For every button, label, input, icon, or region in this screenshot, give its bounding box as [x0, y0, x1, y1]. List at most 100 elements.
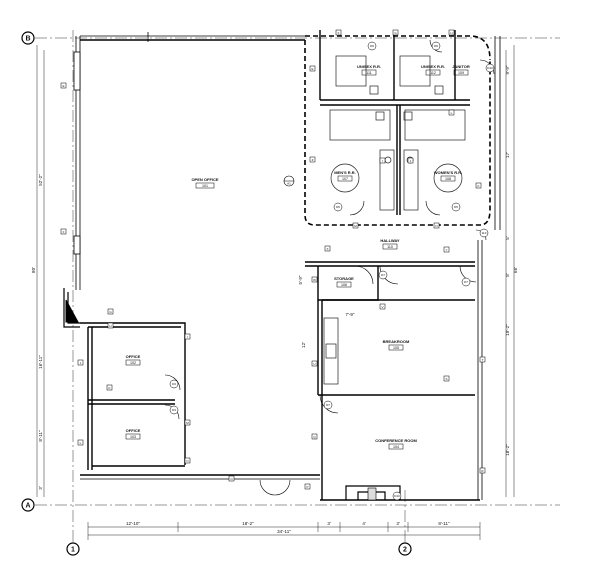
svg-text:16'-11": 16'-11" [38, 355, 43, 369]
room-open-office: OPEN OFFICE 101 [191, 177, 219, 189]
svg-text:K: K [477, 184, 479, 188]
room-office-103: OFFICE 103 [126, 428, 141, 440]
tag-box: Q [311, 433, 318, 440]
svg-text:MEN'S R.R.: MEN'S R.R. [334, 170, 356, 175]
svg-text:18'-2": 18'-2" [505, 444, 510, 456]
interior-walls [80, 30, 475, 500]
svg-text:D7: D7 [326, 403, 330, 407]
svg-text:8'-11": 8'-11" [38, 430, 43, 442]
svg-text:113: 113 [482, 231, 487, 235]
svg-text:U: U [313, 362, 315, 366]
door-tag: D6 [367, 41, 377, 51]
svg-text:Z: Z [312, 158, 314, 162]
svg-text:7'-9": 7'-9" [346, 312, 355, 317]
svg-text:D3: D3 [172, 408, 176, 412]
svg-text:3': 3' [38, 486, 43, 490]
svg-text:A1: A1 [287, 182, 291, 186]
svg-text:W: W [313, 278, 316, 282]
svg-text:19'-2": 19'-2" [505, 324, 510, 336]
door-tag: D5 [333, 202, 343, 212]
svg-text:102: 102 [130, 361, 136, 365]
svg-text:M: M [354, 224, 357, 228]
svg-text:D10: D10 [394, 494, 400, 498]
svg-text:D5: D5 [454, 205, 458, 209]
windows [73, 32, 149, 255]
exterior-walls [63, 35, 501, 501]
svg-text:12'-10": 12'-10" [126, 521, 140, 526]
restroom-fixtures [329, 55, 466, 211]
tag-box: W [311, 276, 318, 283]
svg-text:107: 107 [342, 177, 348, 181]
room-storage: STORAGE 106 [334, 276, 354, 288]
tag-box: L [77, 439, 84, 446]
svg-text:T: T [482, 358, 484, 362]
tag-box: H [107, 322, 114, 329]
svg-text:8': 8' [505, 273, 510, 277]
room-unisex-111: UNISEX R.R. 111 [357, 64, 381, 76]
svg-text:E: E [311, 67, 313, 71]
svg-text:N: N [435, 224, 437, 228]
svg-text:18'-2": 18'-2" [242, 521, 254, 526]
tag-box: P [304, 483, 311, 490]
door-tag: D5 [451, 202, 461, 212]
svg-text:109: 109 [458, 71, 464, 75]
svg-text:UNISEX R.R.: UNISEX R.R. [357, 64, 381, 69]
svg-text:D6: D6 [370, 44, 374, 48]
svg-text:L: L [451, 111, 453, 115]
svg-text:D7: D7 [381, 273, 385, 277]
door-tag: 113 [479, 228, 489, 238]
tag-box: N [433, 222, 440, 229]
tag-box: V [379, 303, 386, 310]
tag-box: F [335, 29, 342, 36]
svg-text:D5: D5 [336, 205, 340, 209]
svg-text:105: 105 [393, 346, 399, 350]
svg-text:80': 80' [31, 267, 36, 273]
svg-text:X: X [326, 247, 328, 251]
svg-text:9'-9": 9'-9" [505, 65, 510, 74]
svg-text:3': 3' [396, 521, 400, 526]
svg-text:UNISEX R.R.: UNISEX R.R. [421, 64, 445, 69]
tag-box: R [479, 467, 486, 474]
svg-text:JANITOR: JANITOR [452, 64, 470, 69]
svg-text:103: 103 [130, 435, 136, 439]
svg-text:F: F [338, 31, 340, 35]
door-tag: D7 [323, 400, 333, 410]
room-office-102: OFFICE 102 [126, 354, 141, 366]
tag-box: G [392, 29, 399, 36]
room-breakroom: BREAKROOM 105 [383, 339, 410, 351]
door-tag: D3 [169, 379, 179, 389]
grid-lines [35, 30, 560, 545]
svg-text:I: I [187, 335, 188, 339]
svg-text:G: G [109, 310, 112, 314]
breakroom-counter [323, 317, 339, 385]
svg-text:J: J [80, 361, 82, 365]
svg-text:BREAKROOM: BREAKROOM [383, 339, 410, 344]
svg-text:I: I [382, 159, 383, 163]
tag-box: M [352, 222, 359, 229]
dimension-bottom: 12'-10" 18'-2" 3' 4' 3' 8'-11" 34'-11" [126, 521, 450, 534]
svg-text:P: P [306, 485, 308, 489]
svg-text:12': 12' [301, 342, 306, 348]
svg-text:8'-11": 8'-11" [438, 521, 450, 526]
svg-text:D6: D6 [434, 44, 438, 48]
tag-box: Z [309, 156, 316, 163]
dimension-interior: 7'-9" 12' 5'-9" [298, 275, 355, 348]
grid-bubble-a: A [21, 498, 35, 512]
door-tag: D7 [378, 270, 388, 280]
svg-text:Y: Y [445, 248, 447, 252]
door-tag: D6 [431, 41, 441, 51]
svg-text:106: 106 [341, 283, 347, 287]
tag-box: S [443, 375, 450, 382]
door-tag: D10 [485, 63, 495, 73]
tag-box: K [106, 384, 113, 391]
tag-box: I [379, 157, 386, 164]
svg-text:OFFICE: OFFICE [126, 428, 141, 433]
svg-text:111: 111 [366, 71, 371, 75]
svg-text:OPEN OFFICE: OPEN OFFICE [191, 177, 218, 182]
tag-box: X [324, 245, 331, 252]
svg-text:A: A [25, 503, 30, 510]
svg-text:D7: D7 [464, 280, 468, 284]
room-janitor: JANITOR 109 [452, 64, 470, 76]
svg-text:K: K [108, 386, 110, 390]
key-tags: E F G H I J K L M N O P Q R S T U V W X … [60, 29, 495, 501]
